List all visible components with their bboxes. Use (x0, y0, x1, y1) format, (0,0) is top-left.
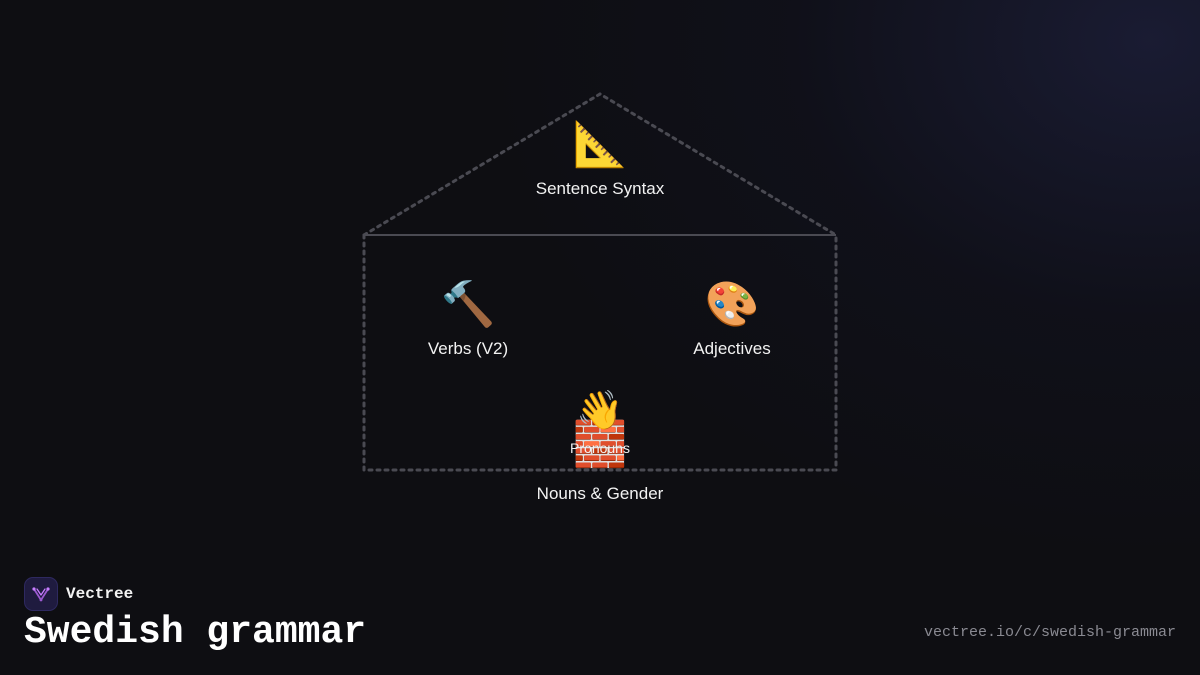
node-adjectives: 🎨 Adjectives (693, 280, 770, 360)
course-url[interactable]: vectree.io/c/swedish-grammar (923, 624, 1176, 641)
brick-icon: 🧱 (572, 420, 628, 469)
node-label: Verbs (V2) (427, 339, 509, 358)
hammer-icon: 🔨 (440, 280, 496, 329)
foundation-label: Nouns & Gender (536, 484, 664, 503)
house-walls-outline (362, 233, 838, 472)
brand: Vectree (24, 577, 133, 611)
artist-palette-icon: 🎨 (704, 280, 760, 329)
brand-name: Vectree (66, 585, 134, 603)
node-label: Adjectives (693, 339, 771, 358)
waving-hand-icon: 👋 (576, 390, 624, 432)
node-label: Sentence Syntax (535, 179, 665, 198)
vectree-logo-mark (32, 587, 50, 602)
roof-outline (362, 92, 838, 237)
triangular-ruler-icon: 📐 (572, 120, 628, 169)
page-title: Swedish grammar (24, 611, 367, 654)
node-verbs: 🔨 Verbs (V2) (428, 280, 508, 360)
vectree-logo-icon (24, 577, 58, 611)
pronouns-label: Pronouns (570, 440, 630, 456)
node-sentence-syntax: 📐 Sentence Syntax (536, 120, 665, 200)
